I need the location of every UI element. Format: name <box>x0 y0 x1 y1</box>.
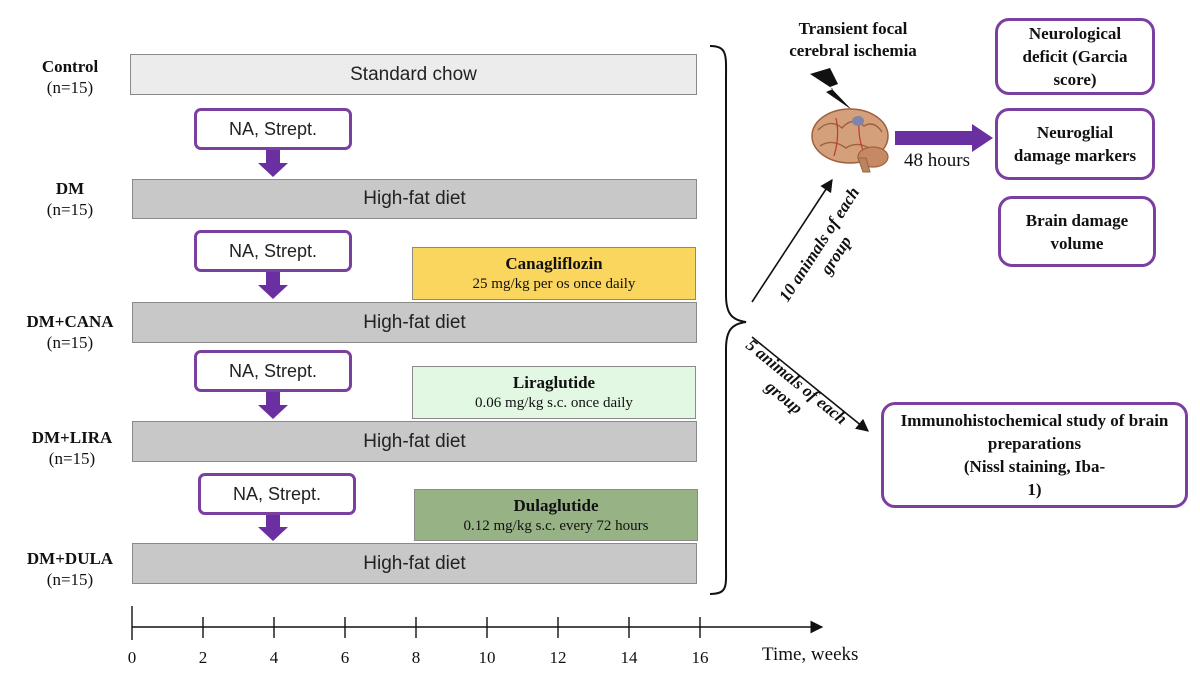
group-name: DM+DULA <box>26 549 114 568</box>
group-name: DM <box>55 179 85 198</box>
time-axis <box>131 606 824 640</box>
drug-name: Liraglutide <box>512 373 596 392</box>
group-label-dm: DM (n=15) <box>20 178 120 220</box>
outcome-box-neuroglial-markers: Neuroglial damage markers <box>995 108 1155 180</box>
down-arrow-icon <box>258 272 288 299</box>
ischemia-label: Transient focal cerebral ischemia <box>789 19 917 60</box>
diet-bar-control: Standard chow <box>130 54 697 95</box>
group-name: Control <box>41 57 99 76</box>
group-label-dm-lira: DM+LIRA (n=15) <box>18 427 126 469</box>
group-n: (n=15) <box>48 449 96 468</box>
group-n: (n=15) <box>46 78 94 97</box>
drug-dose: 0.12 mg/kg s.c. every 72 hours <box>463 518 649 534</box>
tick-label-14: 14 <box>620 648 638 667</box>
induction-box-dm-cana: NA, Strept. <box>194 230 352 272</box>
tick-label-0: 0 <box>127 648 137 667</box>
group-n: (n=15) <box>46 570 94 589</box>
axis-label: Time, weeks <box>762 644 859 665</box>
induction-box-dm: NA, Strept. <box>194 108 352 150</box>
induction-box-dm-lira: NA, Strept. <box>194 350 352 392</box>
right-arrow-icon <box>895 124 993 152</box>
immunohistochemistry-box: Immunohistochemical study of brain prepa… <box>881 402 1188 508</box>
drug-dose: 0.06 mg/kg s.c. once daily <box>475 395 633 411</box>
diet-bar-dm: High-fat diet <box>132 179 697 219</box>
group-label-control: Control (n=15) <box>20 56 120 98</box>
duration-label: 48 hours <box>904 150 970 171</box>
group-label-dm-cana: DM+CANA (n=15) <box>14 311 126 353</box>
tick-label-10: 10 <box>478 648 496 667</box>
outcome-box-neurological-deficit: Neurological deficit (Garcia score) <box>995 18 1155 95</box>
group-name: DM+LIRA <box>31 428 113 447</box>
immuno-title: Immunohistochemical study of brain prepa… <box>900 411 1169 453</box>
diet-bar-dm-dula: High-fat diet <box>132 543 697 584</box>
tick-label-8: 8 <box>411 648 421 667</box>
drug-box-liraglutide: Liraglutide 0.06 mg/kg s.c. once daily <box>412 366 696 419</box>
group-n: (n=15) <box>46 200 94 219</box>
group-label-dm-dula: DM+DULA (n=15) <box>14 548 126 590</box>
curly-brace-icon <box>709 45 747 595</box>
brain-icon <box>811 108 889 173</box>
down-arrow-icon <box>258 150 288 177</box>
diet-bar-dm-lira: High-fat diet <box>132 421 697 462</box>
drug-name: Canagliflozin <box>505 254 603 273</box>
tick-label-16: 16 <box>691 648 709 667</box>
down-arrow-icon <box>258 515 288 541</box>
outcome-box-brain-damage-volume: Brain damage volume <box>998 196 1156 267</box>
immuno-detail: (Nissl staining, Iba-1) <box>963 457 1106 499</box>
tick-label-4: 4 <box>269 648 279 667</box>
diet-bar-dm-cana: High-fat diet <box>132 302 697 343</box>
down-arrow-icon <box>258 392 288 419</box>
tick-label-2: 2 <box>198 648 208 667</box>
induction-box-dm-dula: NA, Strept. <box>198 473 356 515</box>
group-n: (n=15) <box>46 333 94 352</box>
tick-label-6: 6 <box>340 648 350 667</box>
drug-box-canagliflozin: Canagliflozin 25 mg/kg per os once daily <box>412 247 696 300</box>
branch-arrow-upper <box>751 178 833 303</box>
lightning-icon <box>810 68 852 110</box>
drug-box-dulaglutide: Dulaglutide 0.12 mg/kg s.c. every 72 hou… <box>414 489 698 541</box>
drug-name: Dulaglutide <box>513 496 599 515</box>
branch-arrow-lower <box>751 336 869 432</box>
drug-dose: 25 mg/kg per os once daily <box>472 276 636 292</box>
tick-label-12: 12 <box>549 648 567 667</box>
group-name: DM+CANA <box>26 312 114 331</box>
